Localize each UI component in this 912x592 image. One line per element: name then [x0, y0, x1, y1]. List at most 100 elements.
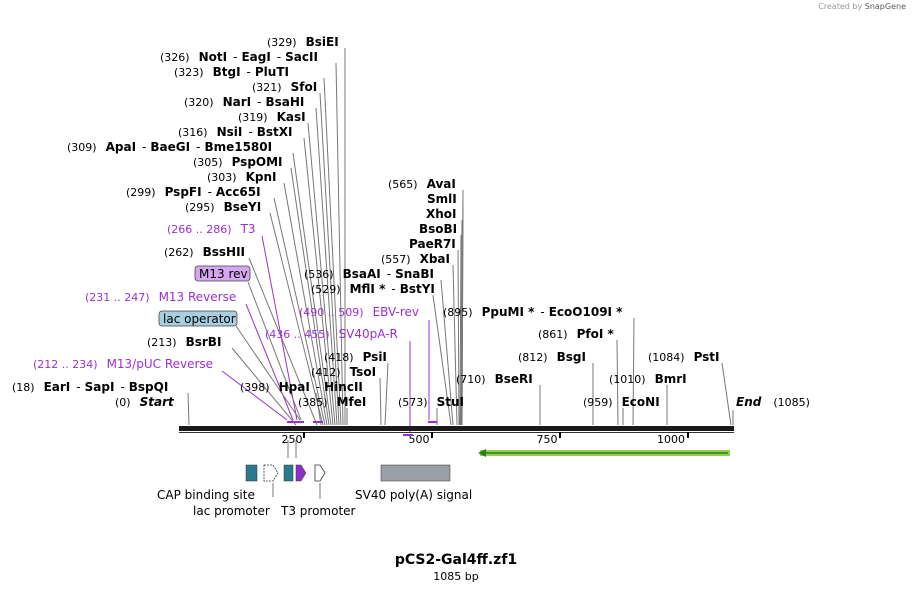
- site-label: (536)BsaAI-SnaBI: [304, 267, 434, 281]
- leader-line: [452, 264, 458, 426]
- promoter-arrow-feature: [314, 464, 326, 482]
- site-label: (309)ApaI-BaeGI-Bme1580I: [67, 140, 272, 154]
- site-label: (385)MfeI: [298, 395, 366, 409]
- leader-line: [632, 317, 635, 426]
- site-label: (299)PspFI-Acc65I: [126, 185, 261, 199]
- lac-operator-box: [158, 310, 238, 327]
- lac-operator-label: lac operator: [163, 312, 236, 326]
- m13-rev-label: M13 rev: [199, 267, 248, 281]
- site-label: (321)SfoI: [252, 80, 317, 94]
- leader-line: [315, 392, 322, 426]
- primer-bars: [287, 421, 437, 436]
- primer-bar: [313, 421, 323, 423]
- feature-track: [245, 440, 730, 499]
- site-label: (565)AvaI: [388, 177, 456, 191]
- site-label: (398)HpaI-HincII: [240, 380, 363, 394]
- leader-line: [283, 182, 328, 426]
- ruler-label: 500: [409, 433, 430, 446]
- leader-line: [440, 279, 454, 426]
- leader-line: [457, 249, 460, 426]
- primer-leader-line: [221, 370, 288, 421]
- site-label: (412)TsoI: [311, 365, 376, 379]
- site-label: (262)BssHII: [164, 245, 245, 259]
- site-label: (18)EarI-SapI-BspQI: [12, 380, 168, 394]
- site-label: (959)EcoNI: [583, 395, 660, 409]
- leader-line: [461, 189, 464, 426]
- site-label: (1010)BmrI: [609, 372, 687, 386]
- site-pos: (329): [267, 36, 297, 49]
- site-label: (529)MflI *-BstYI: [311, 282, 435, 296]
- primer-label: (266 .. 286)T3: [167, 222, 256, 236]
- leader-line: [315, 107, 338, 426]
- site-label: (323)BtgI-PluTI: [174, 65, 289, 79]
- feature-label-lac-promoter: lac promoter: [193, 504, 270, 518]
- leader-line: [384, 362, 389, 426]
- ruler-label: 1000: [657, 433, 685, 446]
- leader-line: [248, 257, 318, 426]
- leader-line: [323, 77, 342, 426]
- site-label: PaeR7I: [409, 237, 456, 251]
- feature-label-t3-promoter: T3 promoter: [280, 504, 356, 518]
- leader-line: [335, 62, 344, 426]
- cap-binding-site-feature: [245, 464, 258, 482]
- site-label: BsoBI: [419, 222, 457, 236]
- site-label: (418)PsiI: [324, 350, 387, 364]
- primer-label: (231 .. 247)M13 Reverse: [85, 290, 236, 304]
- map-length: 1085 bp: [433, 570, 479, 583]
- site-label: (213)BsrBI: [147, 335, 221, 349]
- primer-leader-line: [261, 235, 298, 421]
- feature-label-cap-binding-site: CAP binding site: [157, 488, 255, 502]
- site-label: (329) BsiEI: [267, 35, 339, 49]
- leader-line: [273, 197, 326, 426]
- site-label: (295)BseYI: [185, 200, 261, 214]
- primer-label: (212 .. 234)M13/pUC Reverse: [33, 357, 213, 371]
- leader-line: [432, 294, 452, 426]
- leader-line: [187, 392, 190, 426]
- site-label: SmlI: [427, 192, 457, 206]
- site-label: (316)NsiI-BstXI: [178, 125, 292, 139]
- leader-line: [460, 219, 463, 426]
- leader-line: [231, 347, 297, 426]
- m13-rev-box: [194, 265, 251, 282]
- site-label: (319)KasI: [238, 110, 306, 124]
- primer-bar: [428, 421, 437, 423]
- leader-line: [307, 122, 336, 426]
- site-label: (305)PspOMI: [193, 155, 283, 169]
- leader-line: [303, 137, 334, 426]
- lac-promoter-feature: [263, 464, 279, 482]
- feature-label-sv40-polya: SV40 poly(A) signal: [355, 488, 472, 502]
- feature-leader-line: [235, 325, 301, 421]
- sv40-polya-feature: [380, 464, 451, 482]
- snapgene-logo: SnapGene: [864, 2, 906, 11]
- primer-label: (490 .. 509)EBV-rev: [299, 305, 419, 319]
- backbone: [179, 426, 734, 431]
- feature-leader-line: [247, 281, 302, 421]
- primer-bar: [403, 434, 413, 436]
- snapgene-credit: Created by SnapGene: [818, 2, 906, 11]
- primer-label: (436 .. 455)SV40pA-R: [265, 327, 398, 341]
- ruler-label: 750: [537, 433, 558, 446]
- lac-operator-feature: [283, 464, 294, 482]
- leader-line: [319, 92, 340, 426]
- site-label: (895)PpuMI *-EcoO109I *: [443, 305, 623, 319]
- ruler: 250 500 750 1000: [282, 432, 689, 446]
- site-label: (861)PfoI *: [538, 327, 614, 341]
- enzyme-name: BsiEI: [306, 35, 339, 49]
- site-label: (710)BseRI: [456, 372, 533, 386]
- leader-line: [459, 234, 462, 426]
- end-label: End(1085): [736, 395, 810, 409]
- leader-line: [269, 212, 324, 426]
- start-label: (0)Start: [115, 395, 175, 409]
- site-label: (326)NotI-EagI-SacII: [160, 50, 318, 64]
- site-leader-lines: [187, 48, 734, 432]
- site-label: (1084)PstI: [648, 350, 720, 364]
- ruler-label: 250: [282, 433, 303, 446]
- primer-leader-line: [245, 303, 294, 421]
- t3-promoter-feature: [295, 464, 307, 482]
- leader-line: [290, 167, 330, 426]
- map-title: pCS2-Gal4ff.zf1: [394, 552, 518, 568]
- site-label: (573)StuI: [398, 395, 464, 409]
- leader-line: [292, 152, 332, 426]
- orf-arrow-head: [478, 449, 486, 457]
